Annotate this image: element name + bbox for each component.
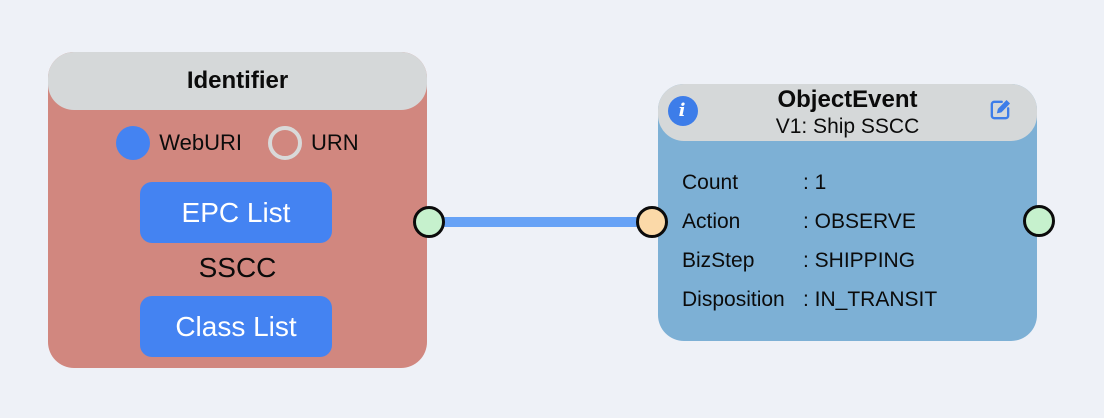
edit-icon[interactable] (985, 95, 1015, 125)
disposition-value: : IN_TRANSIT (803, 288, 938, 311)
epc-list-button[interactable]: EPC List (140, 182, 332, 243)
objectevent-node-header[interactable]: ObjectEvent V1: Ship SSCC (658, 84, 1037, 141)
objectevent-node-title: ObjectEvent (777, 86, 918, 114)
identifier-node[interactable]: Identifier WebURI URN EPC List SSCC Clas… (48, 52, 427, 368)
identifier-source-handle[interactable] (413, 206, 445, 238)
objectevent-target-handle[interactable] (636, 206, 668, 238)
objectevent-properties: Count : 1 Action : OBSERVE BizStep : SHI… (682, 170, 1025, 326)
property-row-action: Action : OBSERVE (682, 209, 1025, 235)
property-row-count: Count : 1 (682, 170, 1025, 196)
property-row-bizstep: BizStep : SHIPPING (682, 248, 1025, 274)
edge-identifier-to-objectevent[interactable] (429, 217, 652, 227)
radio-option-weburi[interactable]: WebURI (116, 126, 242, 160)
disposition-label: Disposition (682, 288, 785, 311)
count-label: Count (682, 171, 739, 194)
bizstep-label: BizStep (682, 249, 755, 272)
info-icon[interactable]: i (668, 96, 698, 126)
action-value: : OBSERVE (803, 210, 916, 233)
objectevent-source-handle[interactable] (1023, 205, 1055, 237)
objectevent-node[interactable]: ObjectEvent V1: Ship SSCC i Count : 1 Ac… (658, 84, 1037, 341)
radio-option-urn[interactable]: URN (268, 126, 359, 160)
identifier-format-radio-group: WebURI URN (48, 126, 427, 160)
urn-radio-label: URN (311, 130, 359, 155)
weburi-radio-icon[interactable] (116, 126, 151, 160)
count-value: : 1 (803, 171, 827, 194)
bizstep-value: : SHIPPING (803, 249, 916, 272)
weburi-radio-label: WebURI (159, 130, 243, 155)
class-list-button[interactable]: Class List (140, 296, 332, 357)
action-label: Action (682, 210, 741, 233)
urn-radio-icon[interactable] (268, 126, 303, 160)
property-row-disposition: Disposition : IN_TRANSIT (682, 287, 1025, 313)
edit-square-pencil-icon (990, 99, 1011, 120)
identifier-node-header[interactable]: Identifier (48, 52, 427, 110)
identifier-type-label: SSCC (198, 252, 277, 283)
objectevent-node-subtitle: V1: Ship SSCC (775, 114, 920, 138)
info-icon-glyph: i (678, 100, 686, 121)
identifier-node-title: Identifier (186, 67, 289, 94)
